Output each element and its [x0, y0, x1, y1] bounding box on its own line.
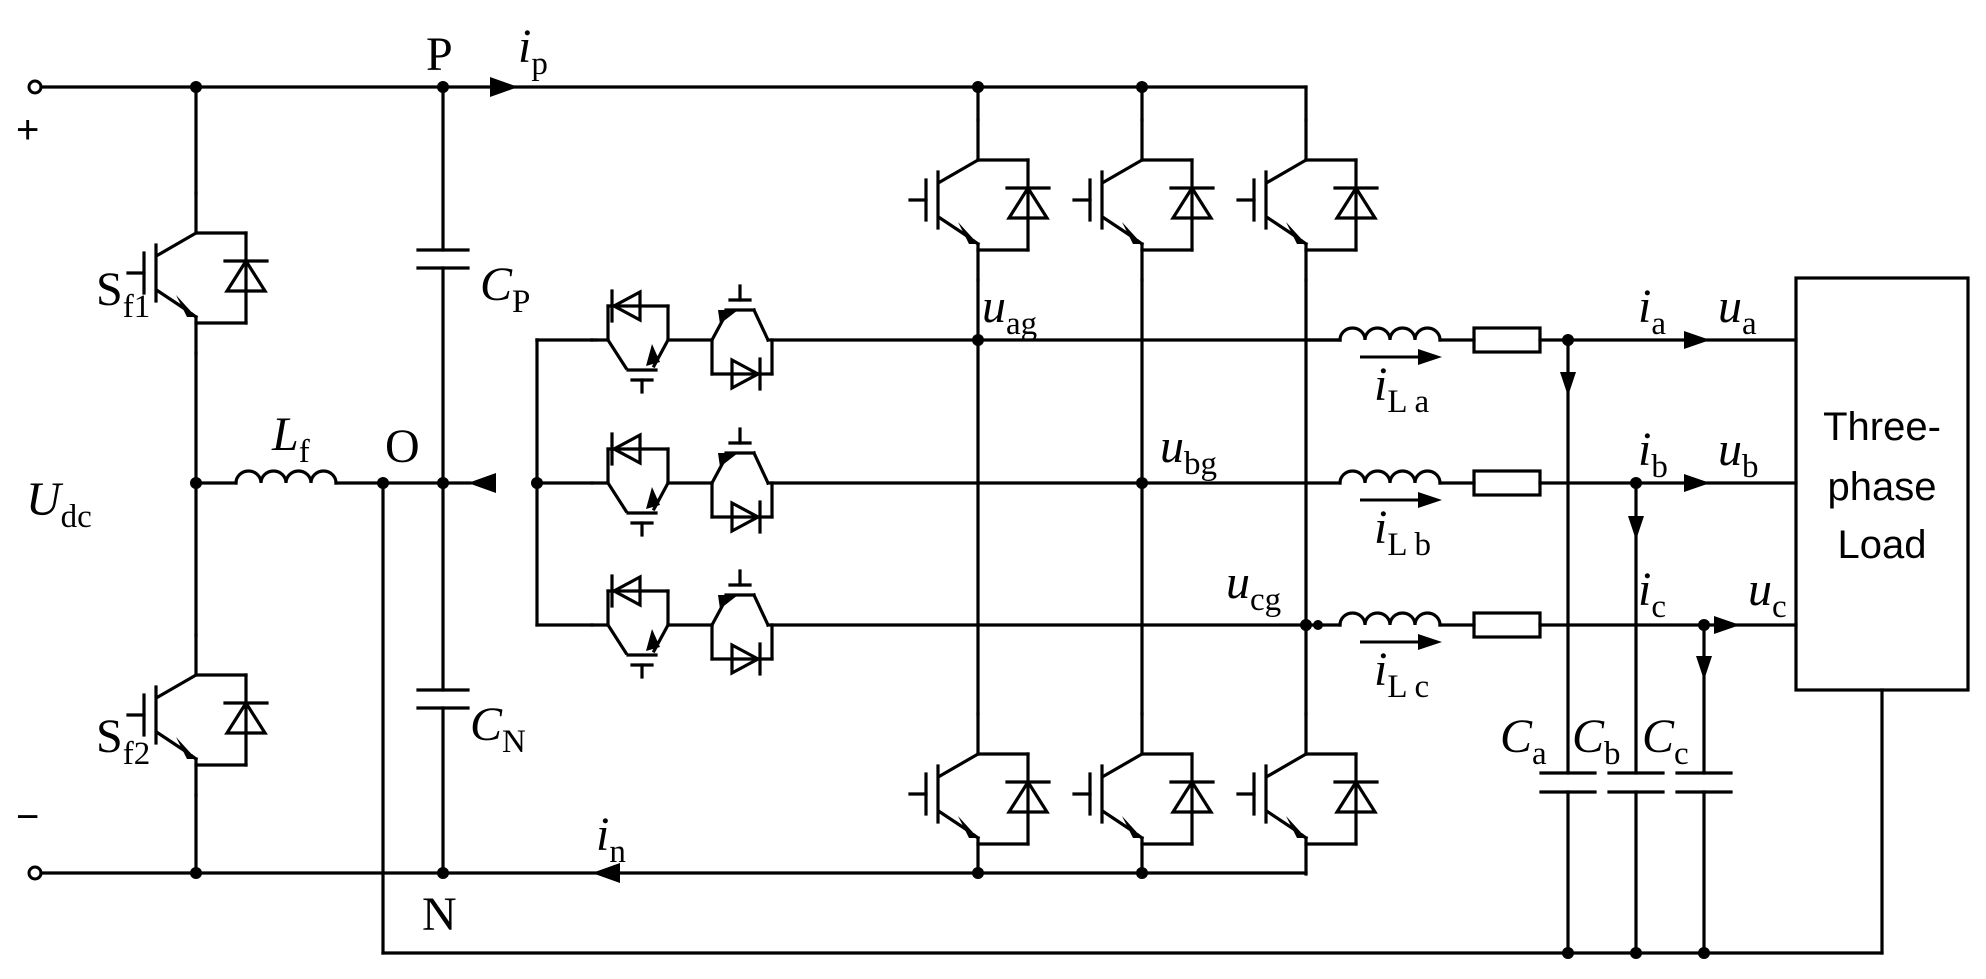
label-ua: ua: [1718, 280, 1757, 342]
filter-capacitor-cc: [1675, 619, 1733, 959]
junction-dot-c-filter: [1313, 620, 1323, 630]
svg-text:−: −: [16, 795, 39, 839]
filter-capacitor-cb: [1607, 477, 1665, 959]
capacitor-cn-symbol: [416, 688, 470, 710]
bridge-leg-a: [908, 85, 1051, 876]
inductor-lf-symbol: [234, 469, 338, 485]
label-ilb: iL b: [1374, 501, 1431, 563]
label-ilc: iL c: [1374, 643, 1429, 705]
output-filter-phase-b: [1338, 469, 1798, 508]
label-ubg: ubg: [1160, 420, 1217, 482]
label-ic: ic: [1638, 563, 1666, 625]
arrow-ia: [1684, 331, 1710, 349]
output-filter-phase-c: [1338, 611, 1798, 650]
label-cp: CP: [480, 258, 530, 320]
terminal-minus: −: [16, 795, 39, 839]
label-cn: CN: [470, 698, 526, 760]
three-phase-load-box: [1794, 276, 1970, 955]
arrow-ic: [1714, 616, 1740, 634]
load-label-line1: Three-: [1823, 405, 1941, 449]
bidirectional-switch-row-c: [535, 569, 1342, 679]
bidirectional-switch-row-a: [535, 284, 1342, 394]
node-p: P: [426, 28, 453, 81]
label-in: in: [596, 808, 626, 870]
label-ub: ub: [1718, 423, 1759, 485]
filter-capacitor-ca: [1539, 334, 1597, 959]
label-ca: Ca: [1500, 710, 1547, 772]
node-n: N: [422, 888, 457, 941]
arrow-in: [592, 863, 620, 883]
label-udc: Udc: [26, 473, 92, 535]
label-uag: uag: [982, 280, 1037, 342]
label-sf1: Sf1: [96, 263, 150, 325]
load-label-line2: phase: [1828, 465, 1937, 509]
label-lf: Lf: [271, 408, 310, 470]
junction-dots-bridge: [972, 81, 1312, 879]
svg-text:+: +: [16, 108, 39, 152]
node-o: O: [385, 420, 420, 473]
capacitor-cp-symbol: [416, 248, 470, 270]
label-ib: ib: [1638, 423, 1668, 485]
terminal-plus: +: [16, 108, 39, 152]
label-uc: uc: [1748, 563, 1787, 625]
label-ia: ia: [1638, 280, 1666, 342]
label-ip: ip: [518, 20, 548, 82]
load-label-line3: Load: [1838, 523, 1927, 567]
output-filter-phase-a: [1304, 326, 1798, 365]
junction-dots-left: [190, 81, 543, 879]
label-cc: Cc: [1642, 710, 1689, 772]
label-sf2: Sf2: [96, 710, 150, 772]
arrow-ip: [490, 77, 518, 97]
bridge-leg-c: [1236, 85, 1379, 876]
bidirectional-switch-row-b: [535, 427, 1342, 537]
switch-sf1-symbol: [126, 191, 269, 355]
arrow-ib: [1684, 474, 1710, 492]
label-ucg: ucg: [1226, 556, 1281, 618]
label-ila: iL a: [1374, 358, 1430, 420]
label-cb: Cb: [1572, 710, 1621, 772]
arrow-o-current: [468, 473, 496, 493]
